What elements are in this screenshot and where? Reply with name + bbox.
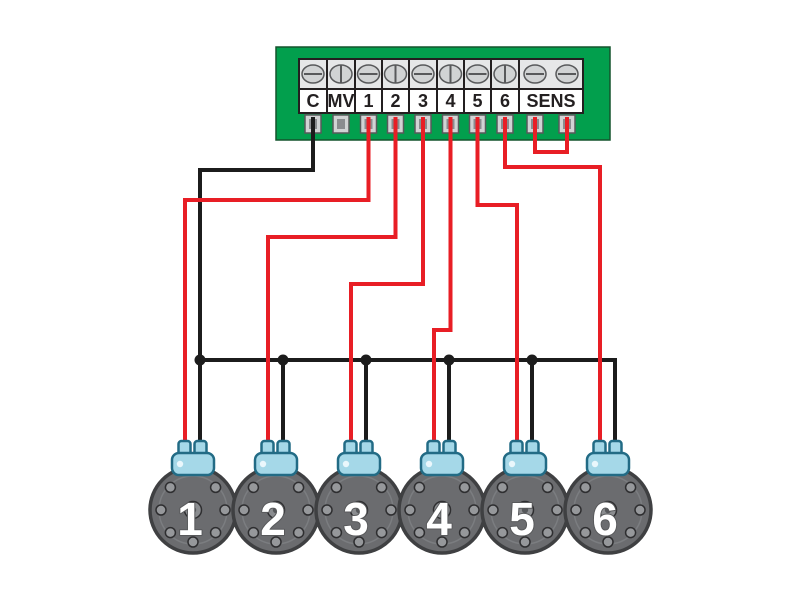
valves: 1 2 3 4 5 6: [148, 439, 653, 555]
terminal-label-mv: MV: [328, 91, 355, 111]
valve-number-4: 4: [426, 493, 452, 545]
wire-common-c: [198, 117, 315, 460]
valve-number-6: 6: [592, 493, 618, 545]
junction-dot: [526, 354, 538, 366]
wire-station-6: [503, 117, 602, 460]
wire-sensor-jumper: [533, 117, 569, 154]
wire-station-3: [349, 117, 425, 460]
valve-1: 1: [148, 439, 238, 555]
junction-dot: [194, 354, 206, 366]
valve-4: 4: [397, 439, 487, 555]
wire-station-2: [266, 117, 398, 460]
valve-number-2: 2: [260, 493, 286, 545]
wire-common-drops: [281, 360, 534, 460]
junction-dot: [360, 354, 372, 366]
valve-5: 5: [480, 439, 570, 555]
wire-station-1: [183, 117, 371, 460]
terminal-label-3: 3: [418, 91, 428, 111]
wire-common-bus: [200, 358, 617, 460]
controller-board: C MV 1 2 3 4 5 6 SENS: [275, 46, 611, 141]
junction-dot: [277, 354, 289, 366]
wire-slot-hole: [337, 119, 345, 129]
terminal-label-sens: SENS: [526, 91, 575, 111]
valve-2: 2: [231, 439, 321, 555]
wiring: [183, 117, 617, 460]
terminal-dividers: [326, 59, 520, 113]
terminal-label-5: 5: [472, 91, 482, 111]
junction-dot: [443, 354, 455, 366]
common-wiring: [198, 117, 617, 460]
valve-6: 6: [563, 439, 653, 555]
valve-number-3: 3: [343, 493, 369, 545]
terminal-strip: C MV 1 2 3 4 5 6 SENS: [298, 58, 584, 134]
station-wiring: [183, 117, 602, 460]
valve-3: 3: [314, 439, 404, 555]
valve-number-1: 1: [177, 493, 203, 545]
terminal-label-6: 6: [500, 91, 510, 111]
terminal-label-2: 2: [390, 91, 400, 111]
label-strip: [298, 88, 584, 114]
valve-number-5: 5: [509, 493, 535, 545]
terminal-label-1: 1: [363, 91, 373, 111]
wire-station-5: [475, 117, 519, 460]
wire-station-4: [432, 117, 453, 460]
terminal-label-c: C: [307, 91, 320, 111]
terminal-label-4: 4: [445, 91, 455, 111]
